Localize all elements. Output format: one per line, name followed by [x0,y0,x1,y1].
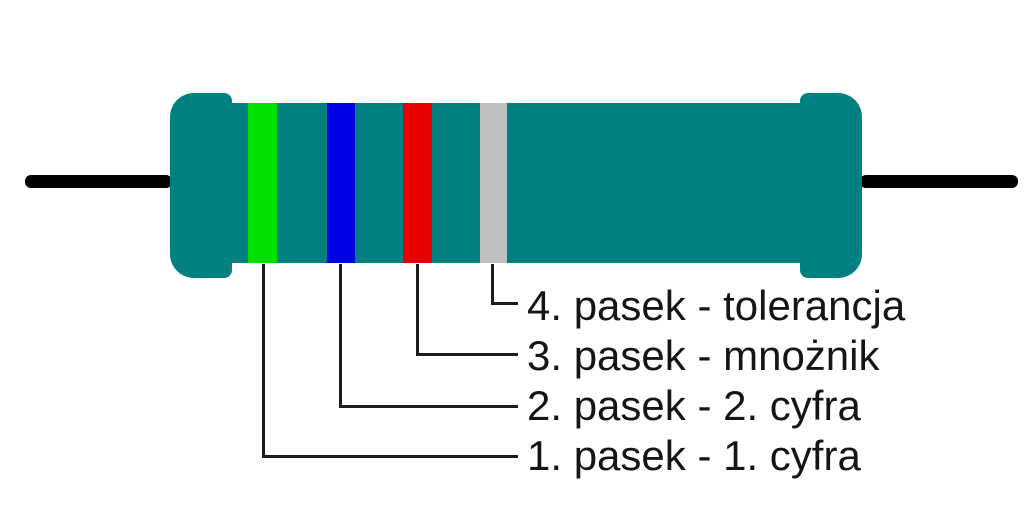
connector-band1-horizontal [262,455,518,458]
resistor-cap-right [800,93,862,278]
color-band-1-green [248,103,277,263]
label-band1-first-digit: 1. pasek - 1. cyfra [527,432,861,479]
connector-band1-vertical [262,264,265,458]
connector-band4-vertical [491,264,494,305]
label-band3-multiplier: 3. pasek - mnożnik [527,332,880,379]
connector-band3-vertical [416,264,419,356]
connector-band3-horizontal [416,353,518,356]
label-band2-second-digit: 2. pasek - 2. cyfra [527,382,861,429]
color-band-4-silver [480,103,507,263]
resistor-cap-left [170,93,232,278]
connector-band4-horizontal [491,302,518,305]
resistor-body [225,103,805,263]
connector-band2-vertical [339,264,342,408]
label-band4-tolerance: 4. pasek - tolerancja [527,282,906,329]
color-band-2-blue [327,103,355,263]
lead-wire-right [860,175,1018,188]
lead-wire-left [25,175,172,188]
color-band-3-red [403,103,432,263]
connector-band2-horizontal [339,405,518,408]
